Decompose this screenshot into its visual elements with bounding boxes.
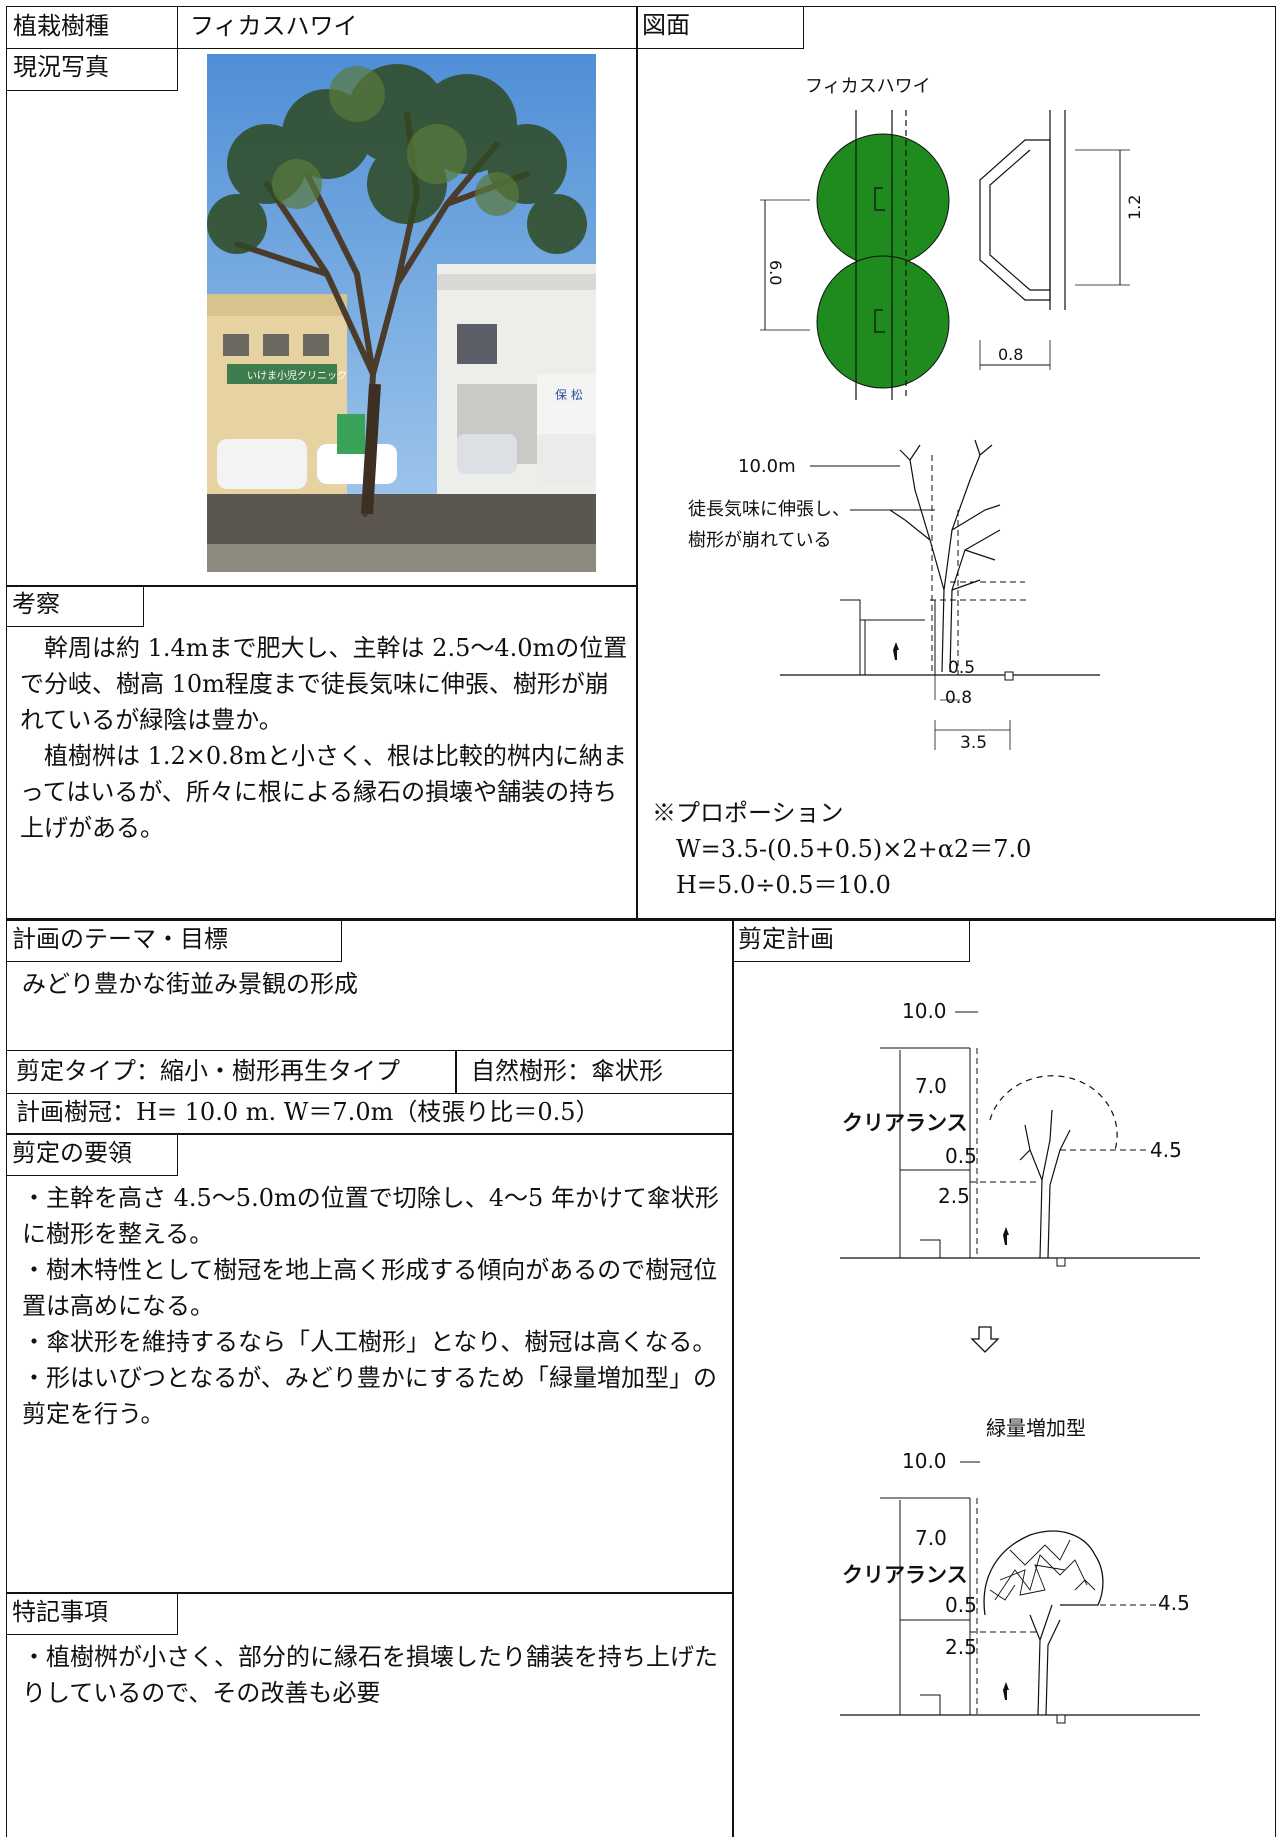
prune-plan-label: 剪定計画 bbox=[732, 920, 970, 962]
prune-type: 剪定タイプ：縮小・樹形再生タイプ bbox=[16, 1057, 400, 1085]
theme-label: 計画のテーマ・目標 bbox=[6, 920, 342, 962]
method-item-3: ・傘状形を維持するなら「人工樹形」となり、樹冠は高くなる。 bbox=[22, 1328, 717, 1356]
dim-0-8b: 0.8 bbox=[945, 688, 972, 708]
dim-6: 6.0 bbox=[766, 260, 785, 285]
notes-label: 特記事項 bbox=[6, 1593, 178, 1635]
note-line-2: 樹形が崩れている bbox=[688, 530, 831, 551]
current-photo: いけま小児クリニック 保 松 bbox=[207, 54, 596, 572]
photo-section-bottom-line bbox=[6, 585, 637, 587]
consider-label: 考察 bbox=[6, 585, 144, 627]
proportion-block: ※プロポーション W=3.5-(0.5+0.5)×2+α2＝7.0 H=5.0÷… bbox=[652, 795, 1252, 903]
consider-text: 幹周は約 1.4mまで肥大し、主幹は 2.5～4.0mの位置で分岐、樹高 10m… bbox=[20, 630, 630, 846]
plan-title: フィカスハワイ bbox=[805, 76, 931, 97]
arrow-down-icon bbox=[970, 1325, 1000, 1355]
species-value: フィカスハワイ bbox=[177, 6, 637, 49]
before-h7: 7.0 bbox=[915, 1074, 947, 1098]
notes-row-line bbox=[6, 1592, 733, 1594]
shop-sign-right: 保 松 bbox=[555, 388, 583, 402]
shop-sign-text: いけま小児クリニック bbox=[247, 370, 347, 382]
theme-value: みどり豊かな街並み景観の形成 bbox=[22, 970, 358, 998]
horizontal-divider-middle bbox=[6, 918, 1276, 921]
before-clearance: クリアランス bbox=[842, 1111, 968, 1135]
consider-paragraph-1: 幹周は約 1.4mまで肥大し、主幹は 2.5～4.0mの位置で分岐、樹高 10m… bbox=[20, 634, 628, 734]
note-line-1: 徒長気味に伸張し、 bbox=[688, 499, 850, 520]
before-h10: 10.0 bbox=[902, 999, 947, 1023]
type-row bbox=[6, 1050, 733, 1094]
proportion-h: H=5.0÷0.5＝10.0 bbox=[676, 871, 891, 899]
species-label: 植栽樹種 bbox=[6, 6, 178, 49]
method-item-4: ・形はいびつとなるが、みどり豊かにするため「緑量増加型」の剪定を行う。 bbox=[22, 1364, 718, 1428]
vertical-divider-bottom bbox=[732, 920, 734, 1837]
natural-form: 自然樹形：傘状形 bbox=[471, 1057, 663, 1085]
dim-0-8: 0.8 bbox=[998, 345, 1023, 364]
before-0-5: 0.5 bbox=[945, 1144, 977, 1168]
dim-1-2: 1.2 bbox=[1125, 195, 1144, 220]
height-10-label: 10.0m bbox=[738, 456, 796, 477]
method-label: 剪定の要領 bbox=[6, 1134, 178, 1176]
method-item-2: ・樹木特性として樹冠を地上高く形成する傾向があるので樹冠位置は高めになる。 bbox=[22, 1256, 718, 1320]
plan-drawing: フィカスハワイ 6.0 1.2 0.8 10.0m 徒長気味に伸張し、 樹形が崩… bbox=[680, 60, 1240, 760]
drawing-label: 図面 bbox=[636, 6, 804, 49]
page-frame bbox=[6, 6, 1276, 1837]
notes-list: ・植樹桝が小さく、部分的に縁石を損壊したり舗装を持ち上げたりしているので、その改… bbox=[22, 1639, 727, 1711]
crown-plan: 計画樹冠：H= 10.0 m. W＝7.0m（枝張り比＝0.5） bbox=[16, 1098, 600, 1126]
before-2-5: 2.5 bbox=[938, 1184, 970, 1208]
after-4-5: 4.5 bbox=[1158, 1591, 1190, 1615]
dim-0-5: 0.5 bbox=[948, 658, 975, 678]
prune-diagram-after: 10.0 7.0 クリアランス 4.5 0.5 2.5 bbox=[820, 1440, 1220, 1760]
vertical-divider-top bbox=[636, 6, 638, 919]
crown-row-line bbox=[6, 1133, 733, 1135]
proportion-title: ※プロポーション bbox=[652, 799, 844, 827]
prune-diagram-before: 10.0 7.0 クリアランス 4.5 0.5 2.5 bbox=[820, 990, 1220, 1290]
before-4-5: 4.5 bbox=[1150, 1138, 1182, 1162]
method-list: ・主幹を高さ 4.5～5.0mの位置で切除し、4～5 年かけて傘状形に樹形を整え… bbox=[22, 1180, 727, 1432]
method-item-1: ・主幹を高さ 4.5～5.0mの位置で切除し、4～5 年かけて傘状形に樹形を整え… bbox=[22, 1184, 719, 1248]
volume-increase-title: 緑量増加型 bbox=[986, 1416, 1086, 1440]
dim-3-5: 3.5 bbox=[960, 733, 987, 753]
consider-paragraph-2: 植樹桝は 1.2×0.8mと小さく、根は比較的桝内に納まってはいるが、所々に根に… bbox=[20, 742, 627, 842]
after-2-5: 2.5 bbox=[945, 1635, 977, 1659]
after-h10: 10.0 bbox=[902, 1449, 947, 1473]
after-h7: 7.0 bbox=[915, 1526, 947, 1550]
photo-label: 現況写真 bbox=[6, 48, 178, 91]
after-clearance: クリアランス bbox=[842, 1563, 968, 1587]
proportion-w: W=3.5-(0.5+0.5)×2+α2＝7.0 bbox=[676, 835, 1032, 863]
after-0-5: 0.5 bbox=[945, 1593, 977, 1617]
type-row-divider bbox=[455, 1050, 457, 1094]
notes-item-1: ・植樹桝が小さく、部分的に縁石を損壊したり舗装を持ち上げたりしているので、その改… bbox=[22, 1643, 718, 1707]
